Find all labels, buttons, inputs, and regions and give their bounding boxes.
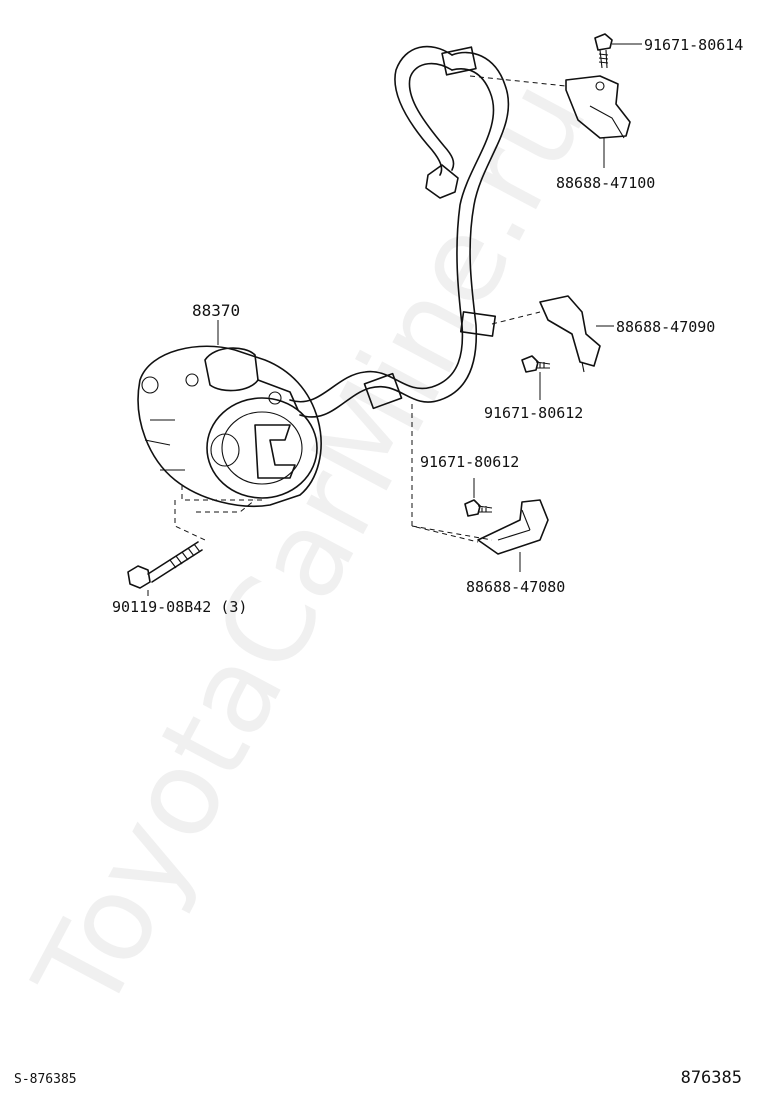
label-stud-bolt: 90119-08B42 (3) [112,598,247,616]
reference-lines [174,75,567,543]
label-bolt-mid: 91671-80612 [484,404,583,422]
bolt-top-illustration [594,33,613,69]
label-bracket-top: 88688-47100 [556,174,655,192]
label-bracket-low: 88688-47080 [466,578,565,596]
label-bolt-low: 91671-80612 [420,453,519,471]
bolt-low-illustration [464,499,493,517]
leader-lines [147,43,642,596]
label-bracket-mid: 88688-47090 [616,318,715,336]
label-compressor: 88370 [192,301,240,320]
label-bolt-top: 91671-80614 [644,36,743,54]
bolt-mid-illustration [521,355,551,373]
compressor-illustration [137,345,322,508]
refrigerant-hose [289,45,510,418]
bracket-mid-illustration [539,295,601,373]
footer-left-code: S-876385 [14,1072,77,1087]
footer-right-code: 876385 [680,1068,742,1088]
bracket-low-illustration [477,499,549,555]
bracket-top-illustration [565,75,631,139]
stud-bolt-illustration [127,541,203,589]
